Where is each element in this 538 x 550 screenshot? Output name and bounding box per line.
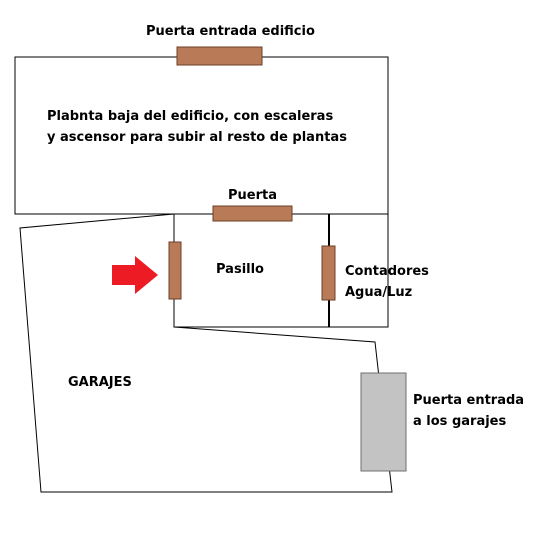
garage-outline: [19, 213, 393, 493]
building-entrance-label: Puerta entrada edificio: [146, 24, 315, 39]
interior-door-label: Puerta: [228, 188, 277, 203]
red-arrow-icon: [112, 256, 158, 294]
hallway-door: [168, 241, 182, 300]
ground-floor-description: Plabnta baja del edificio, con escaleras…: [47, 109, 347, 145]
hallway-label: Pasillo: [216, 262, 264, 277]
garage-entrance-label: Puerta entrada a los garajes: [413, 393, 525, 429]
garage-entrance-door: [360, 372, 407, 472]
meters-label: Contadores Agua/Luz: [345, 264, 429, 300]
interior-door: [212, 205, 293, 222]
garages-label: GARAJES: [68, 375, 132, 390]
building-entrance-door: [176, 46, 263, 66]
meters-door: [321, 245, 336, 301]
